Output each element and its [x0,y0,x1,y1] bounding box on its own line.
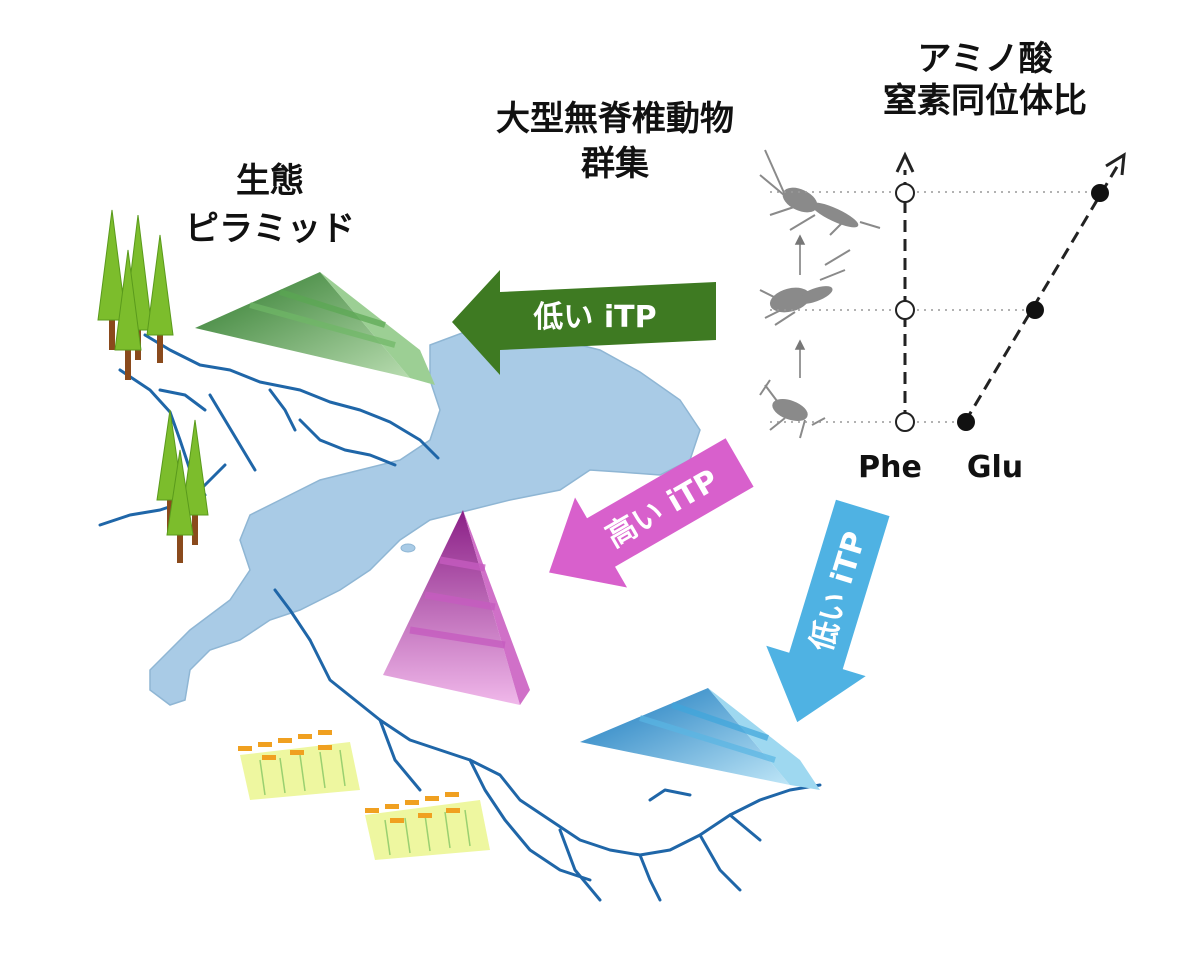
invertebrate-label-line1: 大型無脊椎動物 [496,99,734,139]
phe-line [895,151,915,432]
isotope-label-line1: アミノ酸 [917,39,1053,79]
glu-label: Glu [967,450,1023,485]
phe-label: Phe [858,450,922,485]
arrow-low-itp-north-label: 低い iTP [532,300,656,335]
river-network [98,333,822,902]
pyramid-label-line2: ピラミッド [185,209,355,249]
ecological-pyramid-green [195,272,435,385]
arrow-low-itp-north: 低い iTP [452,270,716,375]
forest-trees [97,209,209,563]
ecological-pyramid-magenta [383,510,530,705]
ecological-pyramid-blue [580,688,820,790]
trophic-step-arrows [794,234,806,378]
dotted-guides [770,191,1095,423]
insect-medium-icon [759,249,851,326]
insect-small-icon [759,379,826,439]
insect-large-icon [759,149,881,236]
arrow-low-itp-south: 低い iTP [766,499,890,723]
lake-shape [149,329,701,706]
pyramid-label-line1: 生態 [236,161,304,201]
rice-paddy-1 [238,730,360,800]
glu-line [957,152,1126,431]
lake-island [400,543,416,553]
isotope-label-line2: 窒素同位体比 [883,81,1087,121]
rice-paddy-2 [365,792,490,860]
invertebrate-label-line2: 群集 [581,144,649,184]
invertebrate-silhouettes [759,149,881,439]
